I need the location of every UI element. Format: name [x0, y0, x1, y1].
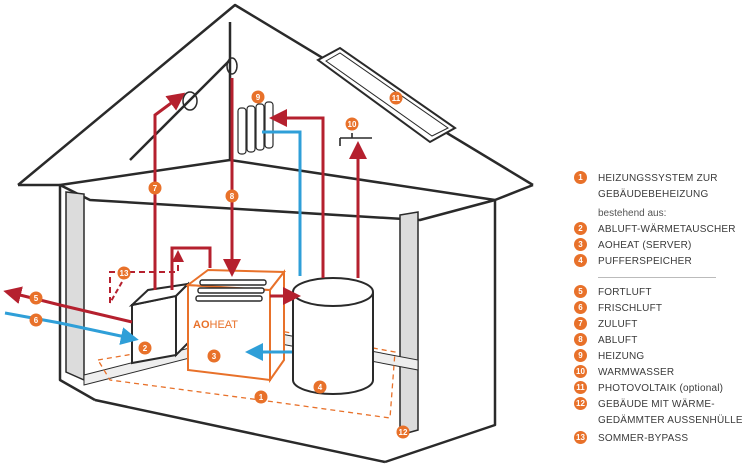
marker-9: 9 [251, 90, 265, 104]
exhaust-out-arrow [3, 286, 133, 324]
marker-8: 8 [225, 189, 239, 203]
red-flows [3, 78, 367, 324]
legend-label-continued: GEBÄUDEBEHEIZUNG [598, 189, 709, 200]
legend-item-3: 3 AOHEAT (SERVER) [574, 238, 692, 254]
house-shell [17, 3, 534, 464]
summer-bypass-arrow [109, 281, 123, 304]
svg-text:1: 1 [259, 393, 264, 402]
summer-bypass-line [109, 250, 184, 303]
svg-text:7: 7 [153, 184, 158, 193]
marker-7: 7 [148, 181, 162, 195]
svg-text:2: 2 [143, 344, 148, 353]
faucet-icon [339, 133, 372, 146]
blue-flows [4, 130, 302, 361]
outer-wall-left [58, 185, 96, 402]
attic-floor [58, 158, 497, 222]
number-markers: 1 2 3 4 5 6 7 8 9 10 11 12 13 [29, 90, 410, 439]
legend-label: FORTLUFT [598, 287, 652, 298]
legend-badge: 5 [574, 285, 587, 298]
legend-item-2: 2 ABLUFT-WÄRMETAUSCHER [574, 222, 736, 238]
marker-5: 5 [29, 291, 43, 305]
svg-text:13: 13 [120, 269, 129, 278]
legend-badge: 7 [574, 317, 587, 330]
outer-wall-right [384, 200, 497, 464]
marker-13: 13 [117, 266, 131, 280]
floor-front [94, 398, 386, 464]
attic-left-slope [129, 59, 231, 161]
legend-item-7: 7 ZULUFT [574, 317, 638, 333]
legend-label: HEIZUNG [598, 351, 645, 362]
legend-item-4: 4 PUFFERSPEICHER [574, 254, 692, 270]
legend-label: ABLUFT [598, 335, 638, 346]
marker-4: 4 [313, 380, 327, 394]
legend-item-12: 12 GEBÄUDE MIT WÄRME- [574, 397, 715, 413]
legend-label: ABLUFT-WÄRMETAUSCHER [598, 224, 736, 235]
marker-11: 11 [389, 91, 403, 105]
supply-air-line [153, 92, 186, 290]
server-to-exchanger-line [170, 246, 212, 290]
legend-label: AOHEAT (SERVER) [598, 240, 692, 251]
legend-label: ZULUFT [598, 319, 638, 330]
legend-label: PHOTOVOLTAIK (optional) [598, 383, 724, 394]
legend-badge: 2 [574, 222, 587, 235]
marker-2: 2 [138, 341, 152, 355]
device-brand-logo: AOHEAT [193, 319, 238, 331]
marker-3: 3 [207, 349, 221, 363]
legend-badge: 4 [574, 254, 587, 267]
legend-badge: 3 [574, 238, 587, 251]
svg-text:12: 12 [399, 428, 408, 437]
legend-label: SOMMER-BYPASS [598, 433, 689, 444]
legend-label-continued: GEDÄMMTER AUSSENHÜLLE [598, 415, 742, 426]
marker-1: 1 [254, 390, 268, 404]
buffer-tank [292, 277, 374, 395]
wall-left-insulation [65, 191, 85, 382]
legend-badge: 6 [574, 301, 587, 314]
legend-badge: 12 [574, 397, 587, 410]
legend-item-8: 8 ABLUFT [574, 333, 638, 349]
wall-right-insulation [399, 211, 419, 436]
legend-item-13: 13 SOMMER-BYPASS [574, 431, 688, 447]
svg-text:10: 10 [348, 120, 357, 129]
aoheat-server: AOHEAT [185, 268, 287, 384]
marker-6: 6 [29, 313, 43, 327]
legend-badge: 9 [574, 349, 587, 362]
legend-item-1: 1 HEIZUNGSSYSTEM ZUR [574, 171, 718, 187]
legend-label: GEBÄUDE MIT WÄRME- [598, 399, 715, 410]
svg-text:11: 11 [392, 94, 401, 103]
fresh-air-arrow [4, 311, 139, 345]
roof-outline [17, 3, 534, 187]
legend-badge: 10 [574, 365, 587, 378]
legend-subheading: bestehend aus: [598, 208, 667, 219]
legend-item-10: 10 WARMWASSER [574, 365, 674, 381]
legend-label: PUFFERSPEICHER [598, 256, 692, 267]
legend-badge: 8 [574, 333, 587, 346]
legend-badge: 13 [574, 431, 587, 444]
heating-system-boundary [96, 329, 396, 419]
radiator [237, 101, 274, 155]
roof-eave-right [494, 183, 534, 202]
legend-badge: 1 [574, 171, 587, 184]
marker-12: 12 [396, 425, 410, 439]
legend-item-6: 6 FRISCHLUFT [574, 301, 662, 317]
svg-text:4: 4 [318, 383, 323, 392]
photovoltaic-panel [316, 46, 457, 144]
legend-divider [598, 277, 716, 278]
marker-10: 10 [345, 117, 359, 131]
legend-label: WARMWASSER [598, 367, 675, 378]
svg-text:9: 9 [256, 93, 261, 102]
legend-item-11: 11 PHOTOVOLTAIK (optional) [574, 381, 723, 397]
heating-return-line [262, 130, 302, 276]
svg-text:3: 3 [212, 352, 217, 361]
svg-text:8: 8 [230, 192, 235, 201]
svg-text:5: 5 [34, 294, 39, 303]
svg-text:6: 6 [34, 316, 39, 325]
exhaust-air-inlet [226, 57, 238, 75]
legend-item-5: 5 FORTLUFT [574, 285, 652, 301]
legend-label: FRISCHLUFT [598, 303, 663, 314]
legend-label: HEIZUNGSSYSTEM ZUR [598, 173, 718, 184]
legend-badge: 11 [574, 381, 587, 394]
legend-item-9: 9 HEIZUNG [574, 349, 644, 365]
heating-line [269, 109, 325, 278]
